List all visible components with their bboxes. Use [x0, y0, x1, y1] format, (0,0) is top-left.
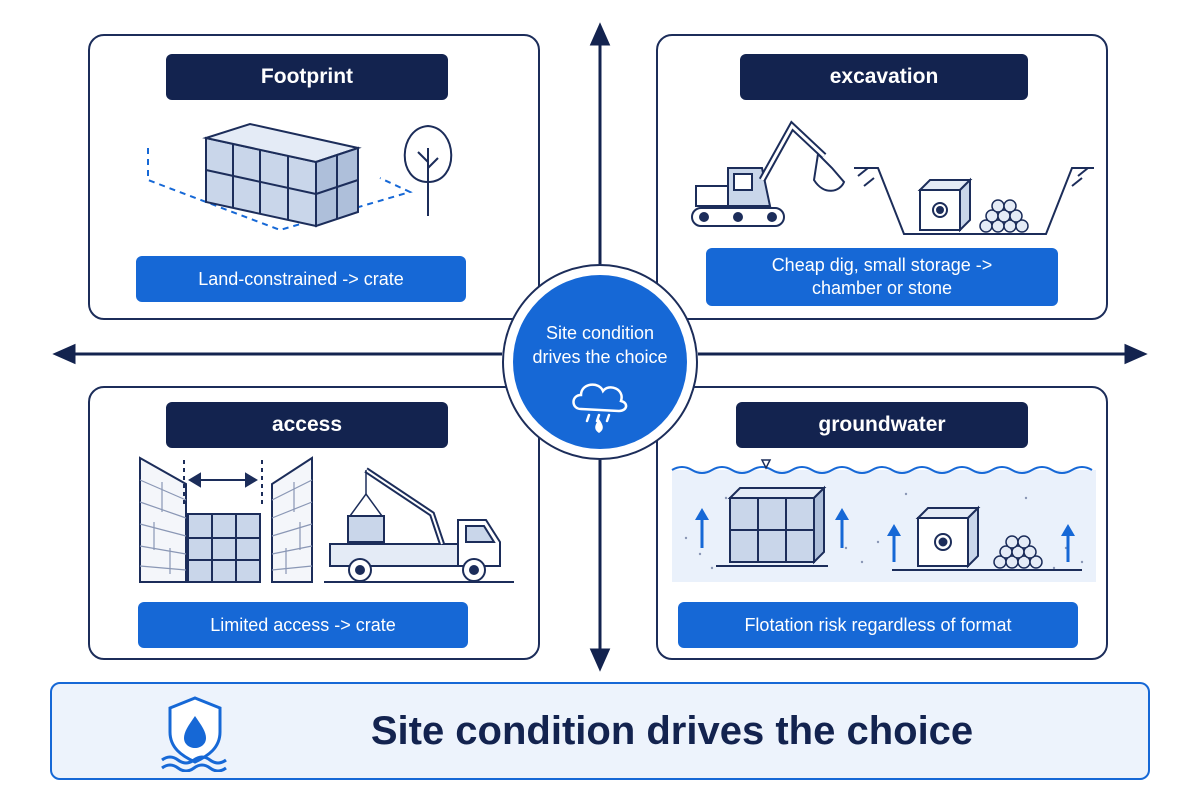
- trench-icon: [854, 167, 1094, 235]
- excavation-label-line-2: chamber or stone: [811, 278, 953, 298]
- groundwater-title: groundwater: [736, 402, 1028, 448]
- excavation-title: excavation: [740, 54, 1028, 100]
- center-node: Site condition drives the choice: [502, 264, 698, 460]
- groundwater-panel: groundwater: [656, 386, 1108, 660]
- banner-title: Site condition drives the choice: [370, 709, 974, 753]
- access-title: access: [166, 402, 448, 448]
- access-label-line-1: Limited access -> crate: [210, 614, 396, 635]
- footprint-title: Footprint: [166, 54, 448, 100]
- excavation-label-line-1: Cheap dig, small storage ->: [771, 255, 993, 275]
- soil-dots: [684, 492, 1084, 570]
- uplift-arrow-icon: [695, 508, 1075, 562]
- arrow-down-icon: [589, 648, 611, 672]
- chamber-icon: [915, 505, 981, 569]
- stone-pile-icon: [979, 199, 1029, 233]
- center-text-line-2: drives the choice: [532, 347, 668, 367]
- width-arrow-icon: [183, 460, 263, 508]
- brick-wall-icon-right: [271, 456, 313, 583]
- footprint-panel: Footprint L: [88, 34, 540, 320]
- tree-icon: [403, 124, 453, 216]
- arrow-up-icon: [589, 22, 611, 46]
- groundwater-label-line-1: Flotation risk regardless of format: [744, 614, 1012, 635]
- groundwater-illustration: [671, 459, 1096, 582]
- excavation-illustration: [691, 120, 1094, 235]
- water-table-icon: [671, 459, 1093, 474]
- footprint-label-line-1: Land-constrained -> crate: [198, 268, 404, 289]
- footprint-illustration: [147, 122, 453, 232]
- footprint-label: Land-constrained -> crate: [136, 256, 466, 302]
- access-panel: access: [88, 386, 540, 660]
- access-illustration: [139, 456, 514, 583]
- brick-wall-icon: [139, 456, 187, 583]
- excavation-label: Cheap dig, small storage -> chamber or s…: [706, 248, 1058, 306]
- crate-module-icon: [716, 485, 828, 567]
- stone-pile-icon: [993, 535, 1043, 569]
- excavator-icon: [691, 120, 846, 227]
- summary-banner: Site condition drives the choice: [50, 682, 1150, 780]
- center-text-line-1: Site condition: [545, 323, 655, 343]
- crane-truck-icon: [329, 467, 501, 582]
- center-text: Site condition drives the choice: [532, 321, 667, 369]
- rain-cloud-icon: [572, 383, 628, 433]
- arrow-right-icon: [1124, 343, 1148, 365]
- crate-module-icon: [187, 513, 261, 583]
- excavation-panel: excavation: [656, 34, 1108, 320]
- shield-water-drop-icon: [161, 696, 227, 772]
- access-label: Limited access -> crate: [138, 602, 468, 648]
- crate-module-icon: [202, 122, 362, 228]
- chamber-icon: [917, 177, 973, 233]
- center-circle: Site condition drives the choice: [513, 275, 687, 449]
- arrow-left-icon: [52, 343, 76, 365]
- groundwater-label: Flotation risk regardless of format: [678, 602, 1078, 648]
